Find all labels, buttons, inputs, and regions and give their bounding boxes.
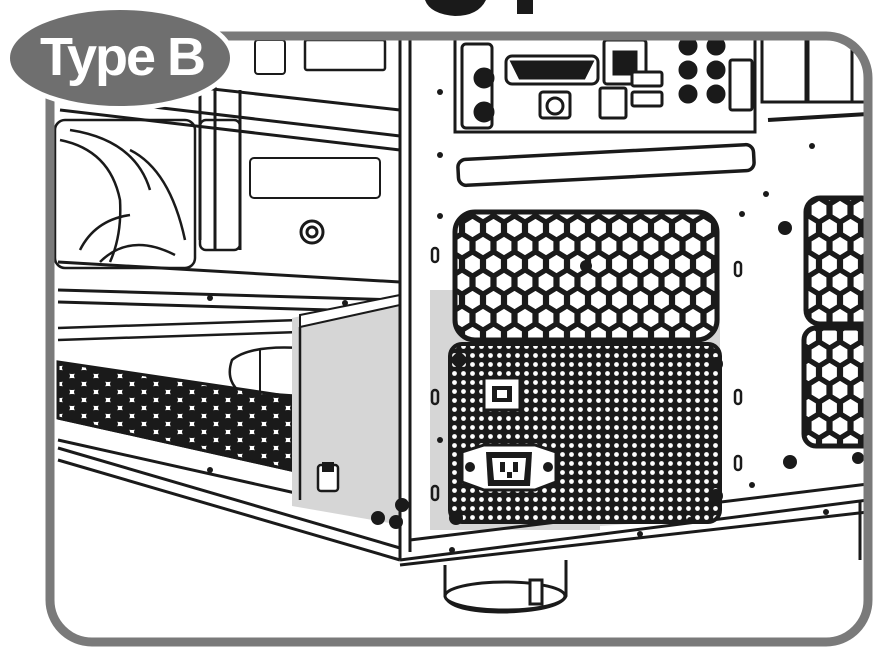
cable-slot (456, 142, 756, 188)
cropped-heading-fragment (425, 0, 486, 16)
case-illustration (50, 36, 868, 642)
hex-vent-icon (803, 195, 868, 327)
expansion-slots (760, 36, 868, 122)
ac-inlet-icon (460, 443, 558, 492)
rear-panel (371, 36, 868, 567)
power-supply-unit (292, 290, 430, 530)
type-badge-label: Type B (39, 27, 206, 87)
cropped-heading-fragment-2 (517, 0, 533, 14)
panel-holes (437, 89, 829, 553)
hex-vent-icon (801, 325, 868, 449)
panel-slots (430, 246, 743, 502)
perforated-grille-icon (448, 342, 722, 524)
power-switch-icon (482, 376, 522, 412)
type-badge (5, 5, 235, 111)
case-interior (53, 38, 401, 398)
io-shield (453, 36, 757, 134)
frame-border (45, 31, 873, 647)
mounting-screws (371, 221, 864, 529)
case-fan (53, 118, 197, 270)
case-foot-icon (443, 560, 568, 614)
hex-vent-icon (452, 209, 720, 343)
